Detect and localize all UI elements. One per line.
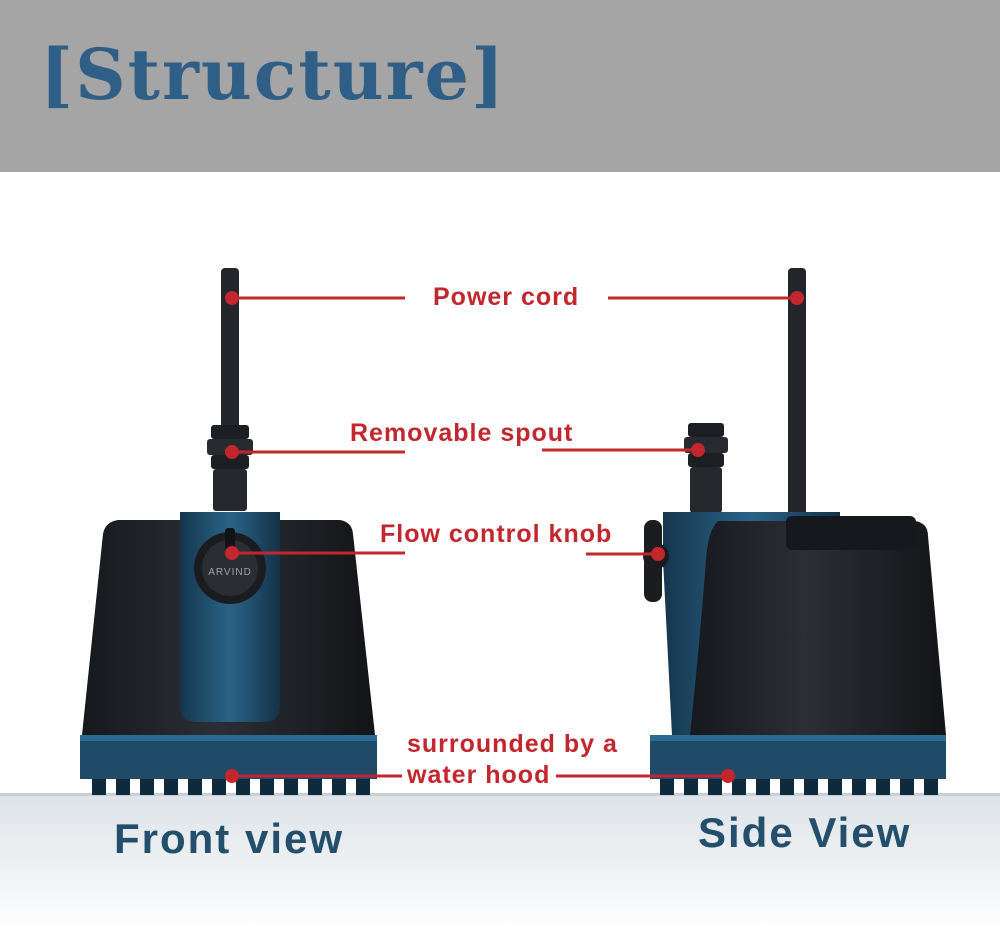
side-view-pump — [643, 268, 946, 795]
floor-reflection — [0, 795, 1000, 932]
front-spout — [207, 425, 253, 511]
dot-power-cord-left — [225, 291, 239, 305]
floor-line — [0, 793, 1000, 796]
callout-leaders — [225, 291, 804, 783]
side-power-cord — [788, 268, 806, 523]
label-side-view: Side View — [698, 809, 912, 856]
header-banner: [Structure] — [0, 0, 1000, 172]
dot-spout-left — [225, 445, 239, 459]
label-water-hood-line1: surrounded by a — [407, 730, 618, 758]
front-power-cord — [221, 268, 239, 428]
front-vent-slots — [92, 775, 370, 795]
brand-mark: ARVIND — [208, 567, 252, 578]
side-base-ring — [650, 735, 946, 775]
label-front-view: Front view — [114, 815, 345, 862]
label-flow-control-knob: Flow control knob — [380, 520, 613, 548]
label-water-hood-line2: water hood — [407, 761, 551, 789]
label-removable-spout: Removable spout — [350, 419, 574, 447]
dot-power-cord-right — [790, 291, 804, 305]
label-power-cord: Power cord — [433, 283, 580, 311]
side-pump-body — [690, 521, 946, 735]
side-top-cap — [786, 516, 916, 550]
front-view-pump: ARVIND — [80, 268, 377, 795]
side-spout — [684, 423, 728, 513]
dot-knob-right — [651, 547, 665, 561]
dot-knob-left — [225, 546, 239, 560]
dot-hood-left — [225, 769, 239, 783]
page-title: [Structure] — [40, 33, 507, 116]
front-base-ring — [80, 735, 377, 775]
side-vent-slots — [660, 775, 938, 795]
dot-spout-right — [691, 443, 705, 457]
dot-hood-right — [721, 769, 735, 783]
